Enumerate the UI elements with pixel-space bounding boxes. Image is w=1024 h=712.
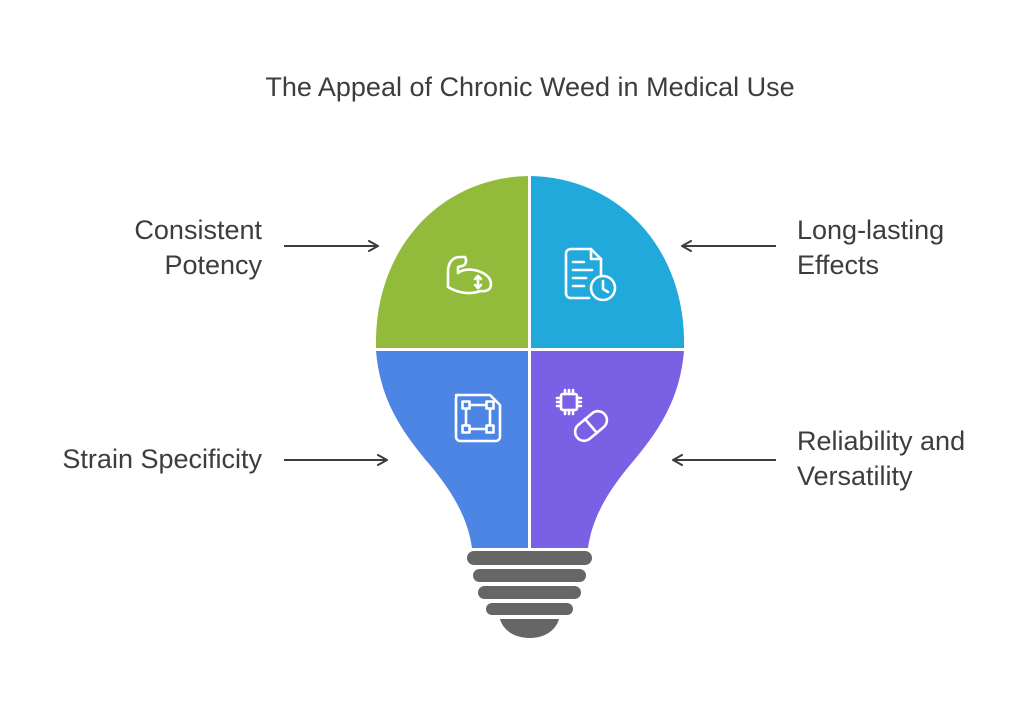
- label-reliability-versatility: Reliability and Versatility: [797, 424, 1017, 494]
- quadrant-long-lasting-effects: [531, 176, 684, 348]
- label-long-lasting-effects: Long-lasting Effects: [797, 213, 1017, 283]
- label-line: Strain Specificity: [62, 444, 262, 474]
- label-line: Reliability and: [797, 426, 966, 456]
- bulb-base: [467, 551, 592, 638]
- document-clock-icon: [564, 247, 617, 302]
- quadrant-consistent-potency: [376, 176, 528, 348]
- label-line: Potency: [164, 250, 262, 280]
- chip-pill-icon: [555, 388, 609, 443]
- quadrant-reliability-versatility: [531, 351, 684, 548]
- label-line: Versatility: [797, 461, 913, 491]
- label-line: Long-lasting: [797, 215, 945, 245]
- label-line: Consistent: [134, 215, 262, 245]
- label-line: Effects: [797, 250, 880, 280]
- sim-card-icon: [454, 393, 502, 443]
- flexed-arm-icon: [446, 255, 493, 295]
- label-strain-specificity: Strain Specificity: [20, 442, 262, 477]
- label-consistent-potency: Consistent Potency: [62, 213, 262, 283]
- quadrant-strain-specificity: [376, 351, 528, 548]
- page-title: The Appeal of Chronic Weed in Medical Us…: [265, 72, 795, 102]
